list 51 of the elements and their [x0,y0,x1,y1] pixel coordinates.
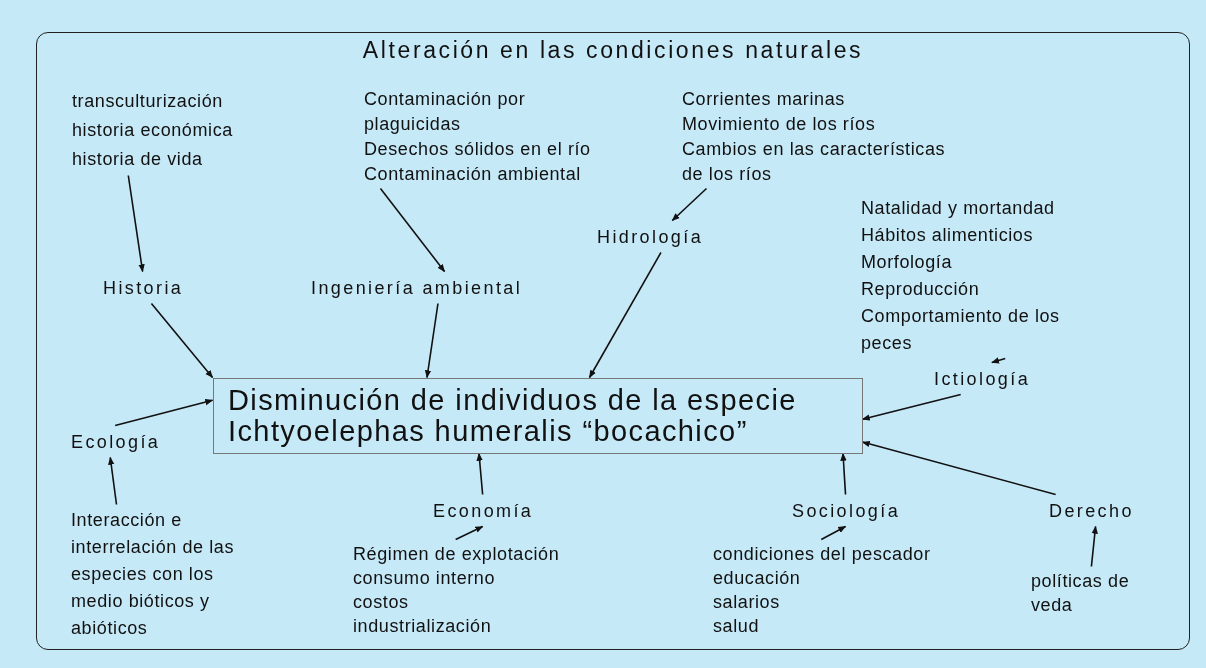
arrow [379,187,446,273]
arrow [861,440,1057,496]
list-item: Contaminación ambiental [364,163,582,186]
list-item: condiciones del pescador [713,543,931,566]
list-item: Movimiento de los ríos [682,113,877,136]
topic-label: Hidrología [593,221,708,253]
arrow [127,174,145,273]
arrow [114,399,214,427]
list-item: historia económica [72,119,233,142]
list-item: Reproducción [861,278,981,301]
arrow [861,393,962,421]
list-item: Contaminación por plaguicidas [364,88,527,136]
list-item: salud [713,615,761,638]
list-item: salarios [713,591,781,614]
arrow [454,525,484,541]
arrow [588,251,662,379]
list-item: políticas de veda [1027,567,1145,619]
list-item: educación [713,567,802,590]
list-item: historia de vida [72,148,204,171]
arrow [820,525,847,541]
arrow [108,456,118,506]
topic-label: Derecho [1045,495,1138,527]
frame-box [36,32,1190,650]
arrow [150,302,214,379]
list-item: Desechos sólidos en el río [364,138,592,161]
arrow [424,302,439,379]
list-item: Corrientes marinas [682,88,846,111]
list-item: transculturización [72,90,224,113]
list-item: industrialización [353,615,493,638]
list-item: Natalidad y mortandad [861,197,1056,220]
topic-label: Historia [99,272,188,304]
list-item: costos [353,591,410,614]
list-item: Morfología [861,251,954,274]
list-item: Interacción e interrelación de las especies con los medio bióticos y abióticos [67,505,267,644]
list-item: Hábitos alimenticios [861,224,1035,247]
arrow [476,452,484,496]
topic-label: Ingeniería ambiental [307,272,527,304]
result-box: Disminución de individuos de la especie Ichtyoelephas humeralis “bocachico” [213,378,863,454]
topic-label: Economía [429,495,538,527]
list-item: consumo interno [353,567,497,590]
topic-label: Ictiología [930,363,1035,395]
topic-label: Sociología [788,495,905,527]
list-item: Comportamiento de los peces [861,305,1061,355]
arrow [840,452,847,496]
list-item: Régimen de explotación [353,543,560,566]
list-item: Cambios en las características de los ríos [682,138,947,186]
arrow [671,187,708,222]
topic-label: Ecología [67,426,165,458]
arrow [991,357,1007,364]
arrow [1090,525,1098,568]
heading: Alteración en las condiciones naturales [361,37,865,64]
